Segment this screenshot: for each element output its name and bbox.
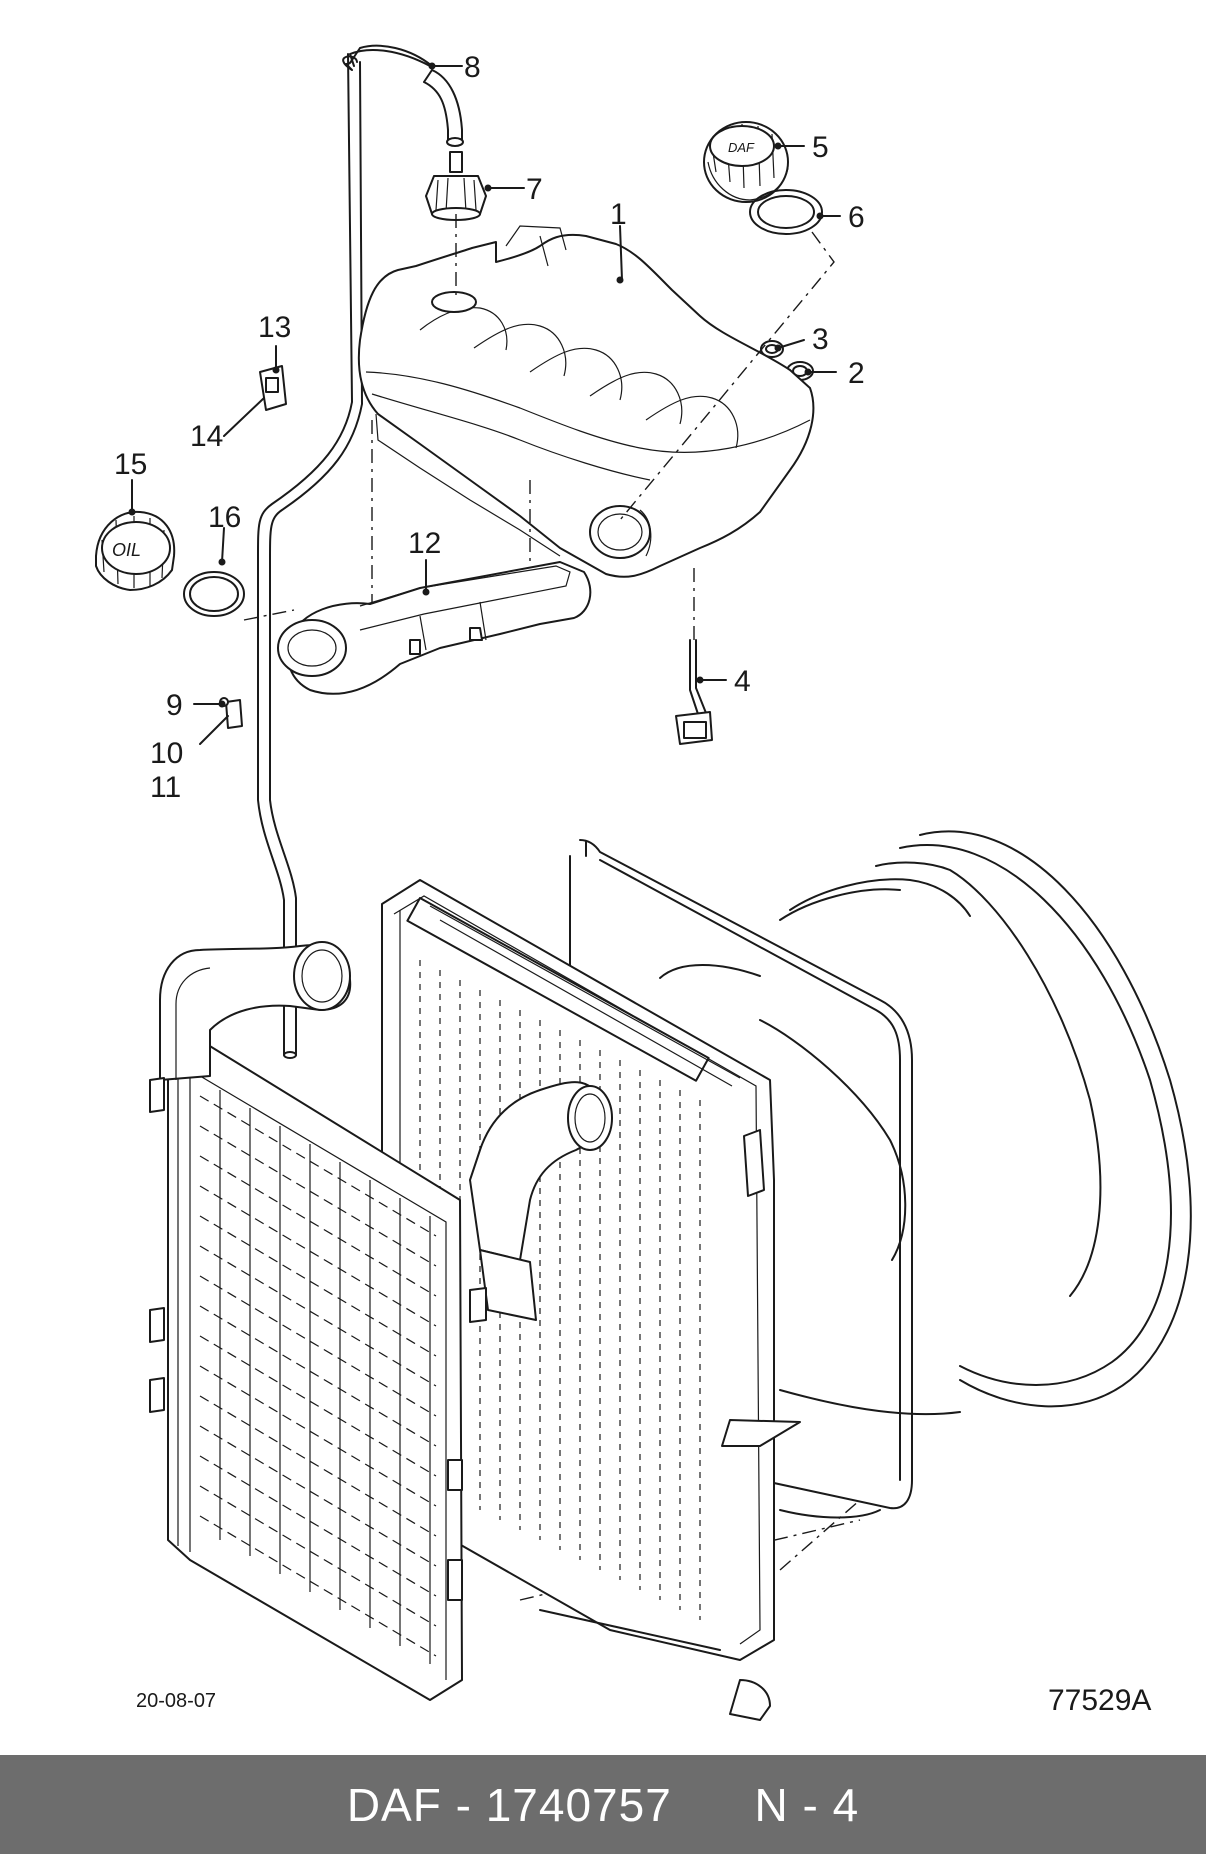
level-sensor-4 [675, 639, 713, 745]
callout-2: 2 [848, 357, 865, 390]
footer-bar: DAF - 1740757 N - 4 [0, 1755, 1206, 1854]
mounting-brackets [149, 1077, 801, 1721]
callout-1: 1 [610, 198, 627, 231]
intercooler-hose-left [159, 941, 352, 1081]
callout-6: 6 [848, 201, 865, 234]
oil-filler-cap-15: OIL [95, 510, 176, 591]
callout-8: 8 [464, 51, 481, 84]
seal-ring-6 [749, 189, 823, 235]
oil-cap-text: OIL [112, 540, 141, 560]
callout-11: 11 [150, 771, 181, 804]
cap-seal-ring-16 [183, 571, 245, 617]
callout-9: 9 [166, 689, 183, 722]
footer-brand: DAF [346, 1778, 442, 1831]
callout-4: 4 [734, 665, 751, 698]
footer-separator: - [455, 1778, 472, 1831]
callout-13: 13 [258, 311, 291, 344]
clip-13-14 [259, 365, 287, 411]
overflow-hose [257, 44, 433, 1059]
drawing-date: 20-08-07 [136, 1690, 216, 1712]
drawing-number: 77529A [1048, 1684, 1151, 1717]
callout-14: 14 [190, 420, 223, 453]
callout-5: 5 [812, 131, 829, 164]
callout-15: 15 [114, 448, 147, 481]
footer-part-number: 1740757 [485, 1778, 672, 1831]
callout-leaders [131, 65, 841, 745]
callout-10: 10 [150, 737, 183, 770]
callout-7: 7 [526, 173, 543, 206]
fan-ring [659, 830, 1192, 1416]
filler-neck-12 [277, 561, 592, 695]
vent-cap-7 [425, 151, 487, 221]
hose-piece-8 [423, 69, 464, 147]
daf-filler-cap-5: DAF [703, 121, 789, 203]
intercooler-hose-middle [469, 1081, 613, 1321]
callout-3: 3 [812, 323, 829, 356]
footer-page: N - 4 [754, 1778, 860, 1831]
callout-16: 16 [208, 501, 241, 534]
intercooler-fins [199, 1090, 437, 1664]
callout-dots [128, 62, 824, 708]
expansion-tank-1 [357, 225, 815, 578]
intercooler-front [167, 1039, 463, 1701]
callout-12: 12 [408, 527, 441, 560]
cap-logo-text: DAF [728, 140, 755, 155]
